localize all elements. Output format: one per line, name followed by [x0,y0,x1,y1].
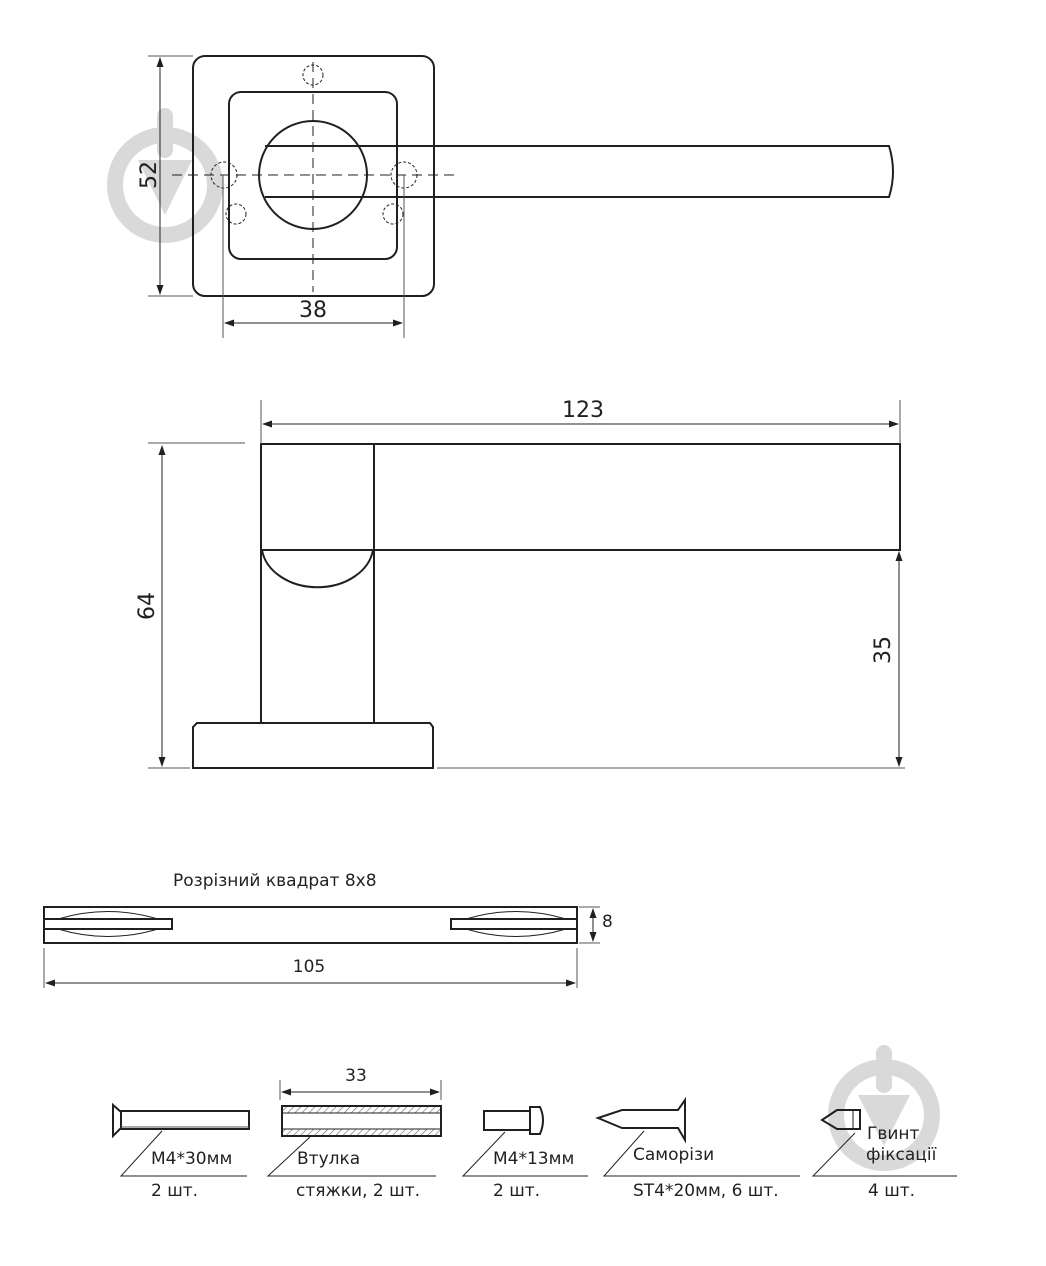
dim-length-123: 123 [562,398,604,423]
part-4-name: Саморізи [633,1145,714,1165]
watermark-download-icon [107,108,223,243]
spindle-drawing: Розрізний квадрат 8x8 8 105 [43,871,613,988]
part-1-qty: 2 шт. [151,1181,198,1201]
part-screw-m4-13: M4*13мм 2 шт. [461,1106,588,1201]
part-self-tapping-screw: Саморізи ST4*20мм, 6 шт. [595,1096,800,1201]
dim-height-64: 64 [135,592,160,620]
dim-height-52: 52 [137,161,162,189]
part-3-name: M4*13мм [493,1149,574,1169]
part-fixing-screw: Гвинт фіксації 4 шт. [811,1109,957,1201]
part-sleeve: 33 Втулка стяжки, 2 шт. [266,1066,442,1201]
part-2-qty: стяжки, 2 шт. [296,1181,420,1201]
dim-length-105: 105 [293,957,325,977]
dim-width-38: 38 [299,298,327,323]
watermark-download-icon [828,1045,940,1171]
part-2-dim-33: 33 [345,1066,367,1086]
side-view: 123 64 35 [135,398,905,769]
top-view: 52 38 [137,55,894,338]
part-3-qty: 2 шт. [493,1181,540,1201]
spindle-title: Розрізний квадрат 8x8 [173,871,377,891]
part-1-name: M4*30мм [151,1149,232,1169]
part-4-qty: ST4*20мм, 6 шт. [633,1181,779,1201]
part-screw-m4-30: M4*30мм 2 шт. [112,1102,250,1201]
part-5-qty: 4 шт. [868,1181,915,1201]
dim-height-35: 35 [871,636,896,664]
dim-thickness-8: 8 [602,912,613,932]
part-2-name: Втулка [297,1149,360,1169]
part-5-name-line2: фіксації [866,1145,937,1165]
part-5-name-line1: Гвинт [867,1124,920,1144]
